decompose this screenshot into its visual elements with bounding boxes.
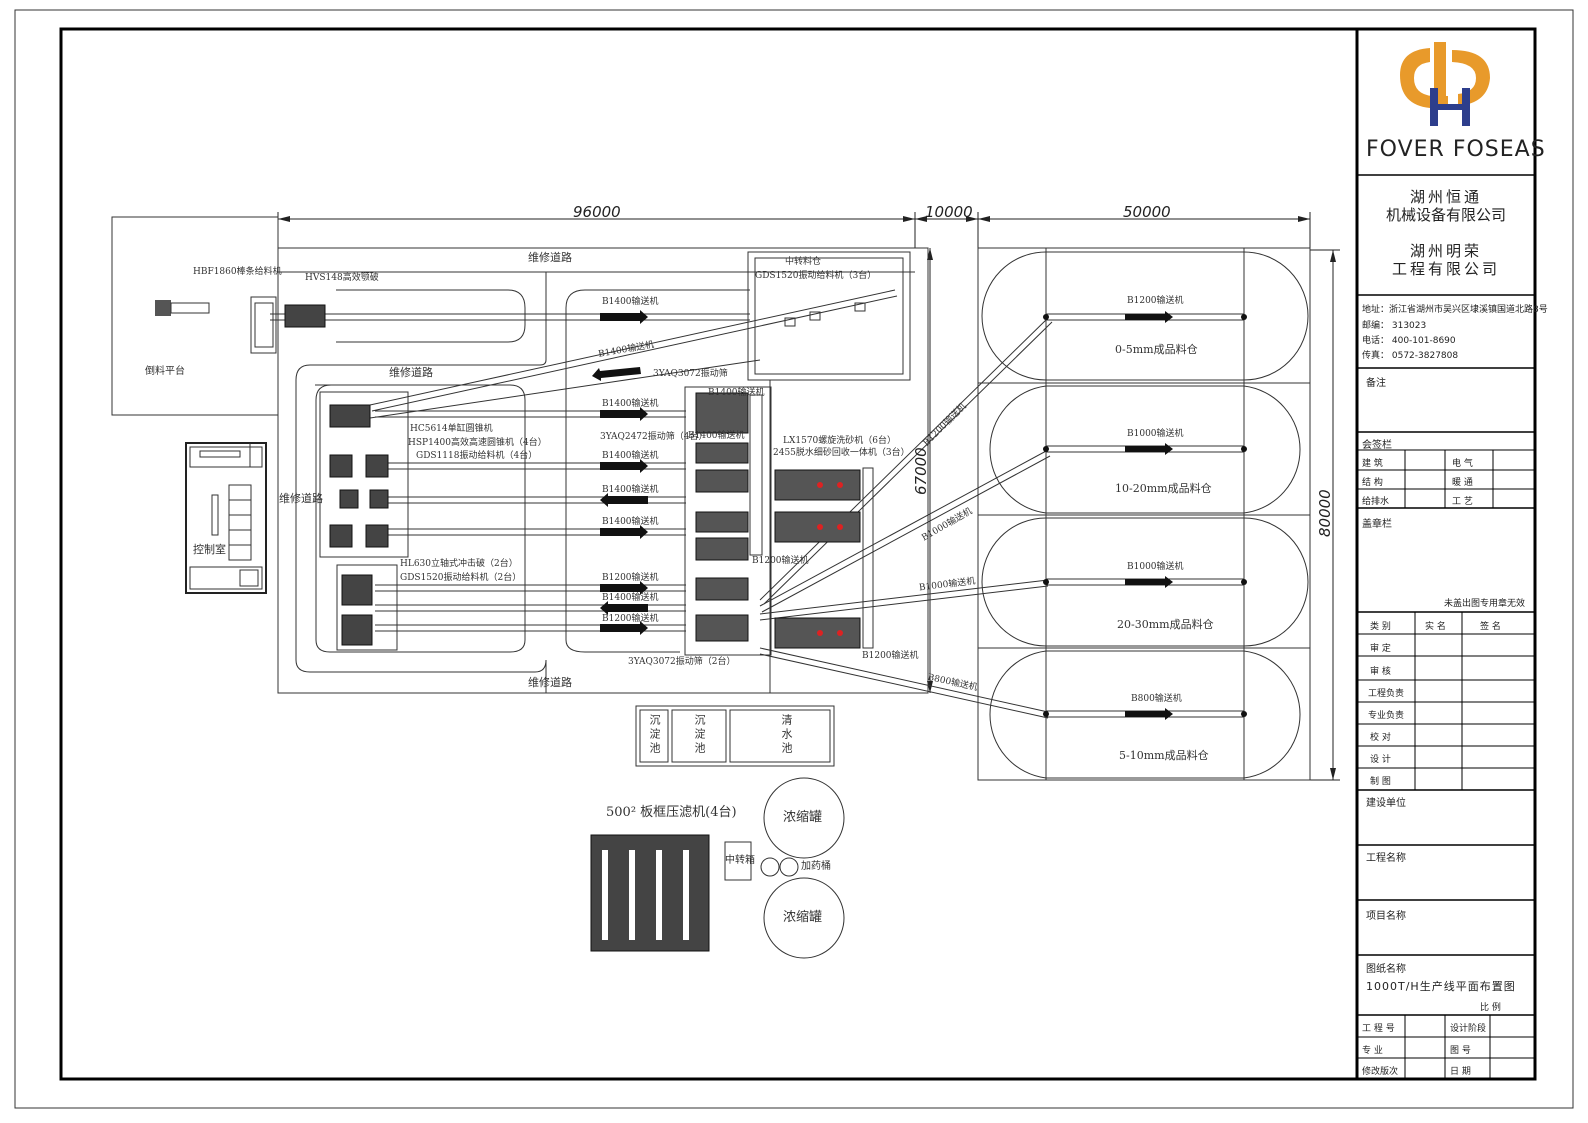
filter-press-label: 500² 板框压滤机(4台) [606,805,737,820]
cone-crusher-1-label: HC5614单缸圆锥机 [410,424,493,434]
sign-row-5: 设 计 [1370,755,1391,765]
company-2-line-2: 工程有限公司 [1391,260,1500,278]
footer-1-0: 专 业 [1362,1046,1383,1056]
screen-top-label: 3YAQ3072振动筛 [653,369,728,379]
cone-crusher-2-label: HSP1400高效高速圆锥机（4台） [408,438,547,448]
sign-row-1: 审 核 [1370,667,1391,677]
conveyor-label: B1200输送机 [602,614,659,624]
road-bottom: 维修道路 [528,676,572,689]
dump-platform-label: 倒料平台 [145,366,185,377]
feeder-top-label: HBF1860棒条给料机 [193,267,282,277]
discipline-2-0: 给排水 [1362,497,1390,507]
sign-header-category: 类 别 [1370,622,1391,632]
company-postcode: 邮编： 313023 [1362,321,1427,331]
control-room-label: 控制室 [193,543,226,556]
stockpile-5-10mm: 5-10mm成品料仓 [1119,749,1209,762]
discipline-2-1: 工 艺 [1452,497,1473,507]
conveyor-label: B1400输送机 [602,593,659,603]
conveyor-label: B1000输送机 [1127,429,1184,439]
conveyor-label: B1400输送机 [602,399,659,409]
feeder-mid-label: GDS1118振动给料机（4台） [416,451,538,461]
dimension-96000: 96000 [573,203,621,221]
sign-row-4: 校 对 [1370,733,1391,743]
conveyor-label: B800输送机 [1131,694,1182,704]
road-inner: 维修道路 [389,366,433,379]
company-fax: 传真： 0572-3827808 [1362,351,1459,361]
transfer-feeder-label: GDS1520振动给料机（3台） [755,271,877,281]
conveyor-label: B1400输送机 [602,297,659,307]
footer-2-0: 修改版次 [1362,1067,1399,1077]
construction-unit-label: 建设单位 [1366,798,1406,809]
dimension-50000: 50000 [1123,203,1171,221]
road-left: 维修道路 [279,492,323,505]
seal-note: 未盖出图专用章无效 [1444,599,1526,609]
screen-bottom-label: 3YAQ3072振动筛（2台） [628,657,736,667]
sand-washer-label: LX1570螺旋洗砂机（6台） [783,436,897,446]
conveyor-label: B1200输送机 [862,651,919,661]
dimension-67000: 67000 [912,447,930,495]
dosing-tank-label: 加药桶 [801,861,831,872]
company-logo [1400,42,1490,126]
company-1-line-1: 湖州恒通 [1409,188,1482,206]
discipline-1-1: 暖 通 [1452,478,1473,488]
sign-row-3: 专业负责 [1368,711,1405,721]
scale-label: 比 例 [1480,1003,1501,1013]
sedimentation-pond-1: 沉淀池 [648,714,661,756]
conveyor-label: B1200输送机 [1127,296,1184,306]
thickener-2-label: 浓缩罐 [783,910,823,925]
road-top: 维修道路 [528,251,572,264]
impact-feeder-label: GDS1520振动给料机（2台） [400,573,522,583]
transfer-bin-label: 中转料仓 [785,257,822,267]
project-name-label: 工程名称 [1366,853,1406,864]
sedimentation-pond-2: 沉淀池 [693,714,706,756]
sign-header-realname: 实 名 [1425,622,1446,632]
footer-2-1: 日 期 [1450,1067,1471,1077]
sign-row-2: 工程负责 [1368,689,1405,699]
thickener-1-label: 浓缩罐 [783,810,823,825]
company-1-line-2: 机械设备有限公司 [1385,206,1506,224]
footer-1-1: 图 号 [1450,1046,1471,1056]
footer-0-1: 设计阶段 [1450,1024,1487,1034]
discipline-1-0: 结 构 [1362,478,1383,488]
company-address: 地址：浙江省湖州市吴兴区埭溪镇国道北路8号 [1362,305,1548,315]
conveyor-label: B1400输送机 [602,485,659,495]
dimension-10000: 10000 [925,203,973,221]
crusher-top-label: HVS148高效颚破 [305,273,379,283]
remarks-label: 备注 [1366,378,1386,389]
brand-name: FOVER FOSEAS [1366,137,1546,162]
footer-0-0: 工 程 号 [1362,1024,1395,1034]
stockpile-10-20mm: 10-20mm成品料仓 [1115,482,1212,495]
seal-label: 盖章栏 [1362,519,1392,530]
drawing-name-label: 图纸名称 [1366,964,1406,975]
stockpile-20-30mm: 20-30mm成品料仓 [1117,618,1214,631]
dimension-80000: 80000 [1316,489,1334,537]
countersign-label: 会签栏 [1362,440,1392,451]
sign-header-signature: 签 名 [1480,622,1501,632]
sign-row-6: 制 图 [1370,777,1391,787]
sign-row-0: 审 定 [1370,644,1391,654]
conveyor-label: B1200输送机 [602,573,659,583]
discipline-0-0: 建 筑 [1362,459,1383,469]
conveyor-label: B1000输送机 [1127,562,1184,572]
discipline-0-1: 电 气 [1452,459,1473,469]
screen-mid-label: 3YAQ2472振动筛（4台） [600,432,708,442]
impact-crusher-label: HL630立轴式冲击破（2台） [400,559,518,569]
conveyor-label: B1200输送机 [752,556,809,566]
clear-water-pond: 清水池 [780,714,793,756]
company-2-line-1: 湖州明荣 [1409,242,1482,260]
conveyor-label: B1400输送机 [708,388,765,398]
item-name-label: 项目名称 [1366,911,1406,922]
drawing-name: 1000T/H生产线平面布置图 [1366,980,1516,993]
conveyor-label: B1400输送机 [602,517,659,527]
stockpile-0-5mm: 0-5mm成品料仓 [1115,343,1198,356]
conveyor-label: B1400输送机 [602,451,659,461]
company-phone: 电话： 400-101-8690 [1362,336,1456,346]
conveyor-label: B1400输送机 [688,431,745,441]
transfer-box-label: 中转箱 [725,855,755,866]
sand-recovery-label: 2455脱水细砂回收一体机（3台） [773,448,910,458]
